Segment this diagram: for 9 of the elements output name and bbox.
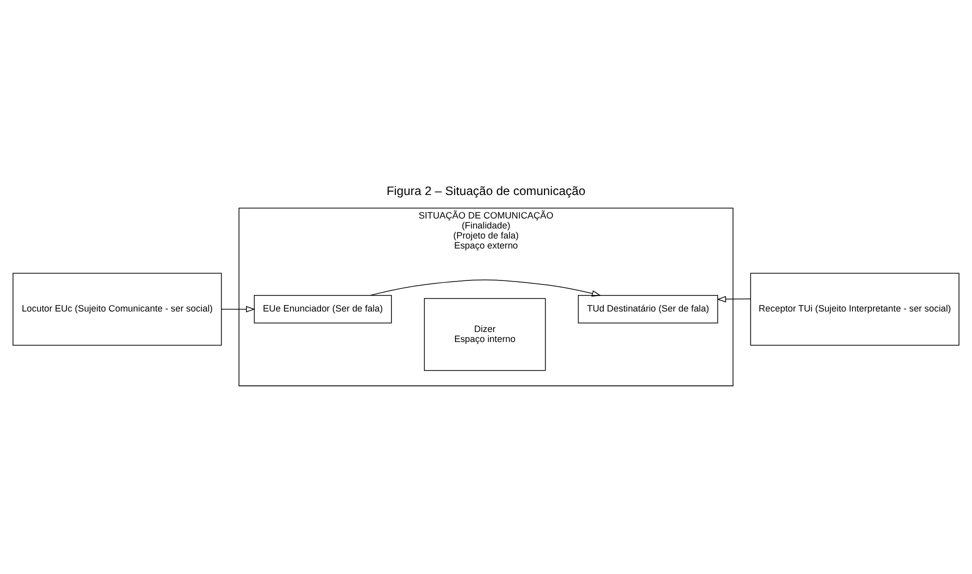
arrow (221, 306, 256, 312)
diagram-title: Figura 2 – Situação de comunicação (386, 184, 586, 198)
node-box: Receptor TUi (Sujeito Interpretante - ser social) (750, 272, 960, 346)
arrow (370, 280, 602, 297)
node-box: EUe Enunciador (Ser de fala) (254, 295, 392, 324)
node-box: Locutor EUc (Sujeito Comunicante - ser social) (12, 272, 222, 346)
node-box: TUd Destinatário (Ser de fala) (578, 295, 718, 324)
node-box: Dizer Espaço interno (424, 298, 546, 371)
arrow (716, 296, 751, 302)
